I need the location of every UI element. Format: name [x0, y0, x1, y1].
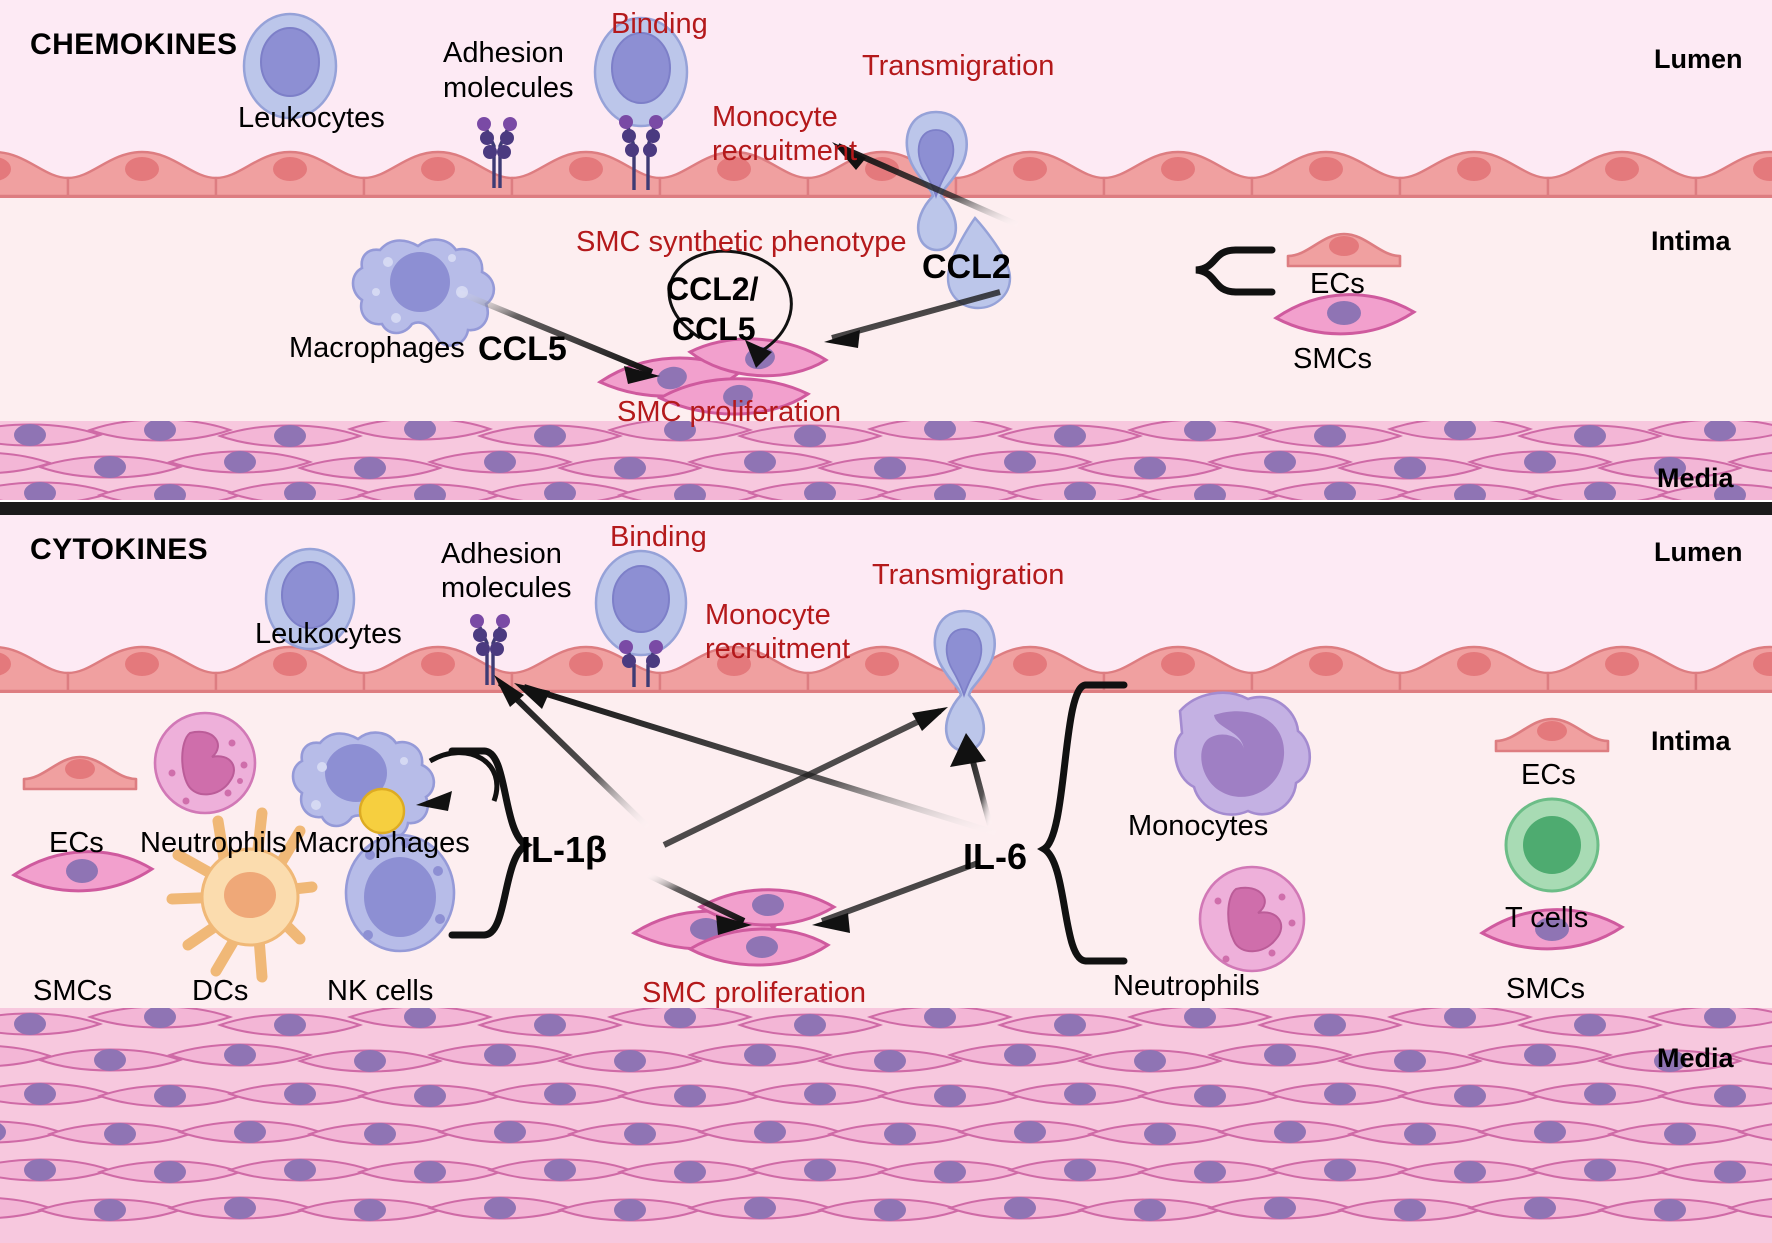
panel-title-cytokines: CYTOKINES — [30, 533, 209, 566]
panel-chemokines: CHEMOKINES Lumen Intima Media Leukocytes… — [0, 0, 1772, 500]
mediator-ccl5-top: CCL5 — [478, 330, 567, 368]
legend-label-smcs-bottom-right: SMCs — [1506, 973, 1585, 1005]
panel-divider — [0, 502, 1772, 515]
label-transmigration-bottom: Transmigration — [872, 559, 1065, 591]
legend-label-tcells-right: T cells — [1505, 902, 1589, 934]
zone-label-lumen-top: Lumen — [1654, 44, 1743, 74]
label-smc-synthetic-phenotype: SMC synthetic phenotype — [576, 226, 907, 258]
legend-label-nkcells-left: NK cells — [327, 975, 434, 1007]
label-smc-proliferation-bottom: SMC proliferation — [642, 977, 867, 1009]
mediator-il6: IL-6 — [963, 836, 1028, 877]
legend-label-ecs-bottom-left: ECs — [49, 827, 104, 859]
label-monocyte-recruitment-l2-top: recruitment — [712, 135, 858, 167]
label-monocyte-recruitment-l2-bottom: recruitment — [705, 633, 851, 665]
label-adhesion-line2-bottom: molecules — [441, 572, 572, 604]
zone-label-media-bottom: Media — [1657, 1043, 1734, 1073]
mediator-ccl2-top: CCL2 — [922, 248, 1011, 286]
legend-label-smcs-top: SMCs — [1293, 343, 1372, 375]
legend-label-macrophages-left: Macrophages — [294, 827, 470, 859]
legend-label-smcs-bottom-left: SMCs — [33, 975, 112, 1007]
endothelium-layer-bottom — [0, 645, 1772, 693]
legend-label-ecs-bottom-right: ECs — [1521, 759, 1576, 791]
label-transmigration-top: Transmigration — [862, 50, 1055, 82]
label-binding-bottom: Binding — [610, 521, 707, 553]
mediator-il1b: IL-1β — [521, 829, 607, 870]
media-region-bottom — [0, 1008, 1772, 1243]
legend-label-neutrophils-right: Neutrophils — [1113, 970, 1260, 1002]
label-leukocytes-top: Leukocytes — [238, 102, 385, 134]
legend-label-neutrophils-left: Neutrophils — [140, 827, 287, 859]
label-smc-proliferation-top: SMC proliferation — [617, 396, 842, 428]
mediator-ccl2-ccl5-line1: CCL2/ — [666, 271, 759, 307]
media-region-top — [0, 421, 1772, 500]
media-smc-texture-top — [0, 421, 1772, 500]
label-macrophages-top: Macrophages — [289, 332, 465, 364]
label-monocyte-recruitment-l1-top: Monocyte — [712, 101, 838, 133]
legend-label-dcs-left: DCs — [192, 975, 249, 1007]
label-adhesion-line2-top: molecules — [443, 72, 574, 104]
zone-label-media-top: Media — [1657, 463, 1734, 493]
legend-label-monocytes-right: Monocytes — [1128, 810, 1269, 842]
label-binding-top: Binding — [611, 8, 708, 40]
endothelium-layer-top — [0, 150, 1772, 198]
media-smc-texture-bottom — [0, 1008, 1772, 1243]
legend-label-ecs-top: ECs — [1310, 268, 1365, 300]
label-adhesion-line1-top: Adhesion — [443, 37, 564, 69]
zone-label-lumen-bottom: Lumen — [1654, 537, 1743, 567]
label-monocyte-recruitment-l1-bottom: Monocyte — [705, 599, 831, 631]
zone-label-intima-top: Intima — [1651, 226, 1731, 256]
panel-cytokines: CYTOKINES Lumen Intima Media Leukocytes … — [0, 515, 1772, 1243]
intima-region-top — [0, 178, 1772, 421]
label-leukocytes-bottom: Leukocytes — [255, 618, 402, 650]
label-adhesion-line1-bottom: Adhesion — [441, 538, 562, 570]
mediator-ccl2-ccl5-line2: CCL5 — [672, 311, 756, 347]
panel-title-chemokines: CHEMOKINES — [30, 28, 238, 61]
zone-label-intima-bottom: Intima — [1651, 726, 1731, 756]
